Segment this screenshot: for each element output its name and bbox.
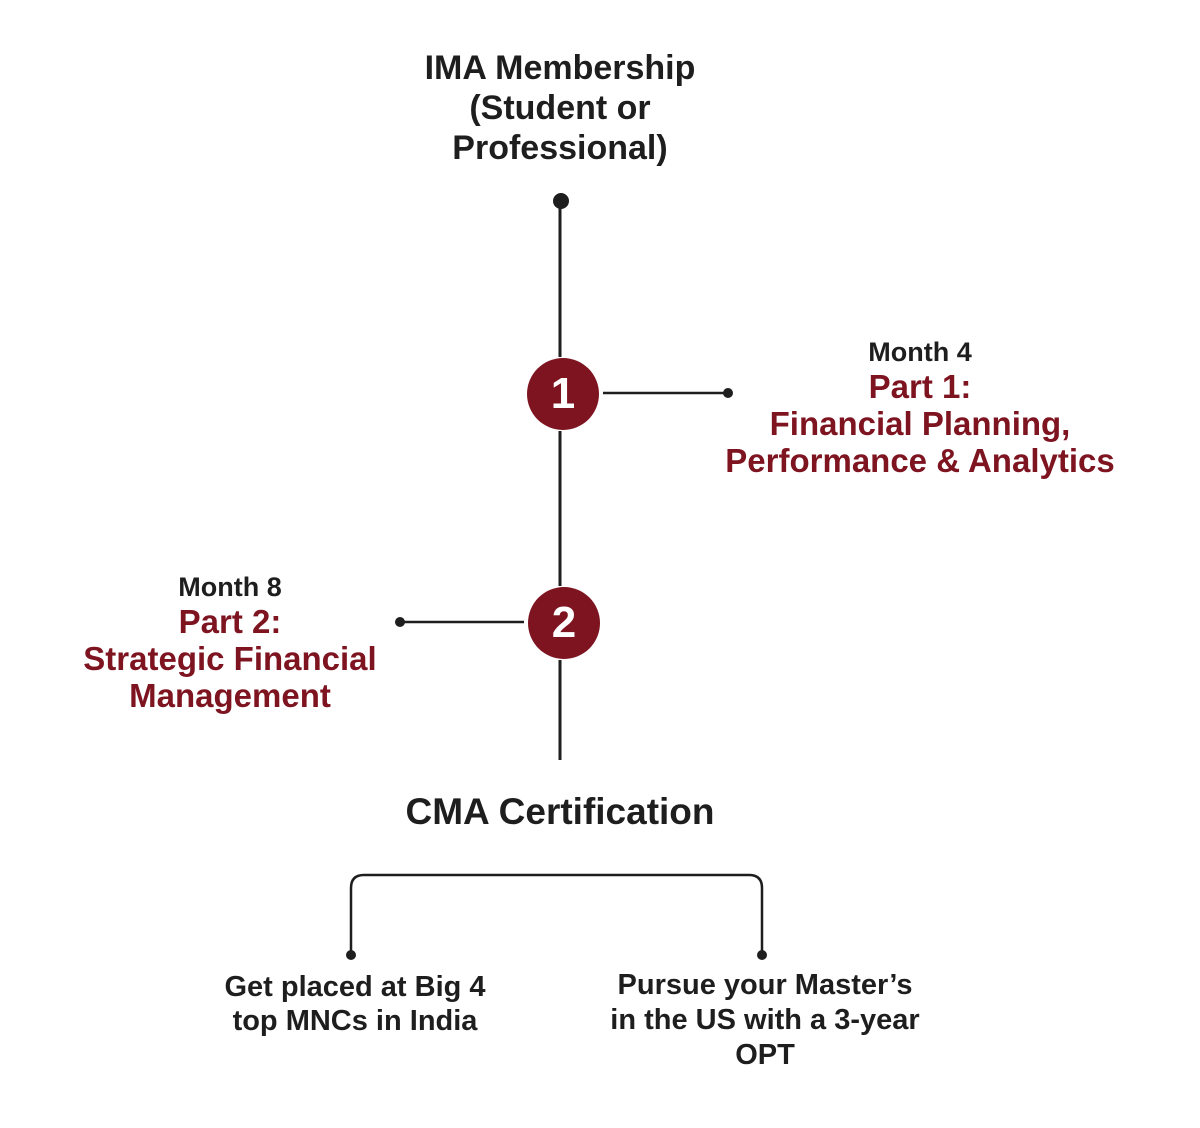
step1-part: Part 1:	[868, 368, 972, 405]
outcome-left-dot	[346, 950, 356, 960]
step2-month: Month 8	[178, 572, 282, 602]
ima-membership-title: IMA Membership (Student or Professional)	[360, 48, 760, 168]
title-line: (Student or	[469, 89, 651, 127]
step1-subject-line: Performance & Analytics	[725, 442, 1115, 479]
outcome-right-dot	[757, 950, 767, 960]
outcome-left-line: Get placed at Big 4	[224, 971, 486, 1003]
step1-connector-dot	[723, 388, 733, 398]
outcome-left: Get placed at Big 4 top MNCs in India	[180, 970, 530, 1038]
step1-month: Month 4	[868, 337, 972, 367]
step2-subject-line: Strategic Financial	[83, 640, 377, 677]
step2-badge: 2	[528, 587, 600, 659]
step1-label: Month 4 Part 1: Financial Planning, Perf…	[690, 336, 1150, 479]
outcome-right-line: OPT	[735, 1039, 795, 1071]
outcome-right-line: in the US with a 3-year	[610, 1004, 920, 1036]
step2-subject-line: Management	[129, 677, 331, 714]
outcome-left-line: top MNCs in India	[232, 1005, 478, 1037]
step1-badge: 1	[527, 358, 599, 430]
step1-subject-line: Financial Planning,	[769, 405, 1071, 442]
step2-label: Month 8 Part 2: Strategic Financial Mana…	[40, 571, 420, 714]
step2-connector-dot	[395, 617, 405, 627]
outcome-right: Pursue your Master’s in the US with a 3-…	[570, 968, 960, 1073]
title-line: Professional)	[452, 129, 668, 167]
title-line: IMA Membership	[424, 49, 696, 87]
outcome-bracket	[349, 873, 764, 955]
step2-part: Part 2:	[178, 603, 282, 640]
outcome-right-line: Pursue your Master’s	[617, 969, 913, 1001]
cma-certification-title: CMA Certification	[405, 791, 715, 832]
start-dot	[553, 193, 569, 209]
